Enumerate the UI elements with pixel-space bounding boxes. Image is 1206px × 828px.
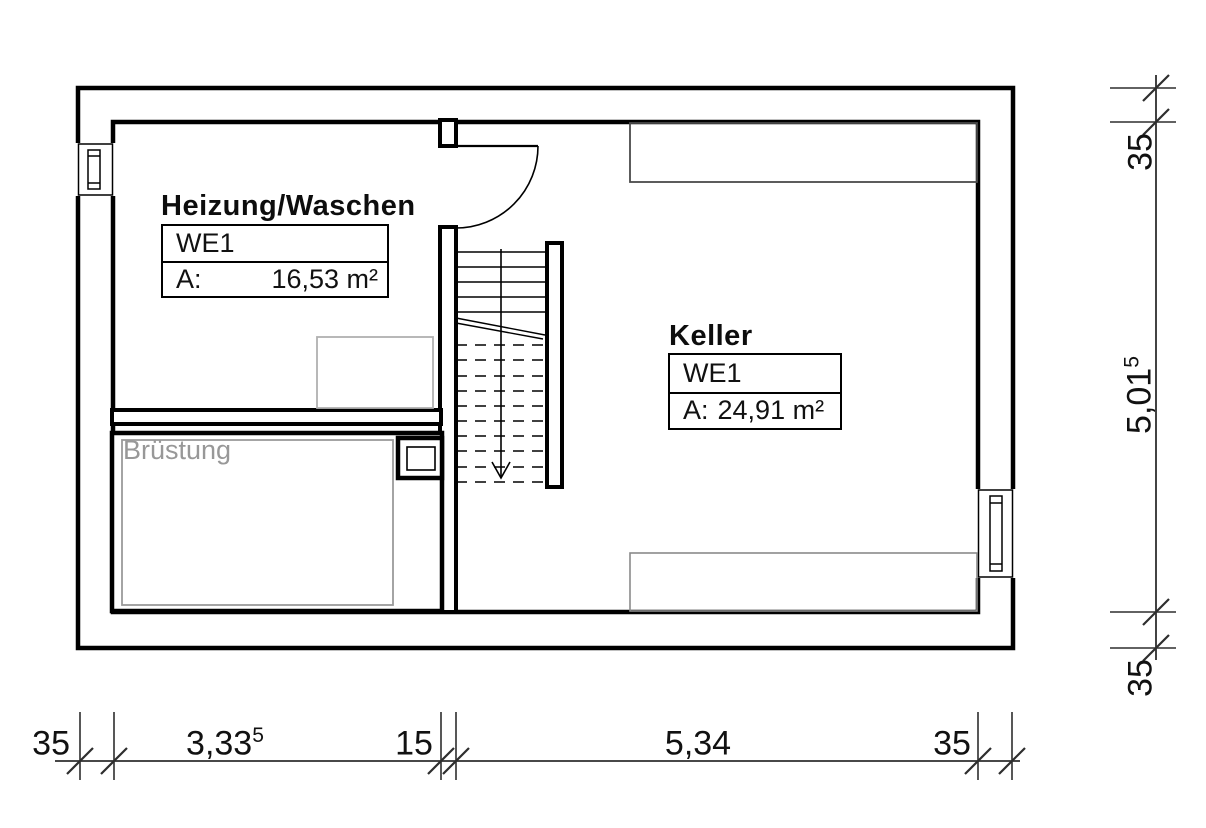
room-info-table-heizung: WE1 A: 16,53 m² bbox=[161, 224, 389, 298]
heizung-appliance bbox=[316, 336, 434, 409]
room-unit-row: WE1 bbox=[163, 226, 387, 261]
interior-wall bbox=[110, 118, 458, 614]
staircase bbox=[455, 241, 564, 489]
door-swing-icon bbox=[455, 144, 539, 229]
area-label: A: bbox=[683, 395, 709, 426]
room-unit-label: WE1 bbox=[176, 228, 235, 258]
room-unit-label: WE1 bbox=[683, 357, 742, 388]
dim-right-wall-bottom: 35 bbox=[1121, 659, 1160, 697]
dimension-line-right bbox=[1110, 74, 1176, 662]
walking-line-arrow bbox=[491, 249, 511, 480]
dim-right-room: 5,015 bbox=[1120, 356, 1159, 434]
room-area-row: A: 24,91 m² bbox=[670, 391, 840, 429]
room-area-row: A: 16,53 m² bbox=[163, 261, 387, 296]
dim-right-wall-top: 35 bbox=[1121, 133, 1160, 171]
window-right-icon bbox=[975, 489, 1016, 578]
dim-bottom-room-left: 3,335 bbox=[186, 723, 264, 762]
area-label: A: bbox=[176, 264, 202, 294]
parapet-outline bbox=[109, 430, 445, 614]
room-info-table-keller: WE1 A: 24,91 m² bbox=[668, 353, 842, 430]
keller-bottom-fixture bbox=[629, 552, 978, 612]
dim-bottom-room-right: 5,34 bbox=[664, 724, 732, 762]
room-title-keller: Keller bbox=[669, 320, 753, 352]
dim-bottom-wall-right: 35 bbox=[933, 724, 971, 762]
keller-top-fixture bbox=[629, 122, 978, 183]
dim-bottom-partition: 15 bbox=[395, 724, 433, 762]
room-title-heizung: Heizung/Waschen bbox=[161, 190, 416, 222]
dim-bottom-wall-left: 35 bbox=[32, 724, 70, 762]
shaft-icon bbox=[395, 435, 445, 481]
window-left-icon bbox=[75, 143, 116, 196]
dimension-line-bottom bbox=[55, 712, 1026, 780]
parapet-label: Brüstung bbox=[123, 435, 232, 465]
room-unit-row: WE1 bbox=[670, 355, 840, 392]
area-value: 24,91 m² bbox=[717, 395, 825, 426]
area-value: 16,53 m² bbox=[271, 264, 378, 294]
